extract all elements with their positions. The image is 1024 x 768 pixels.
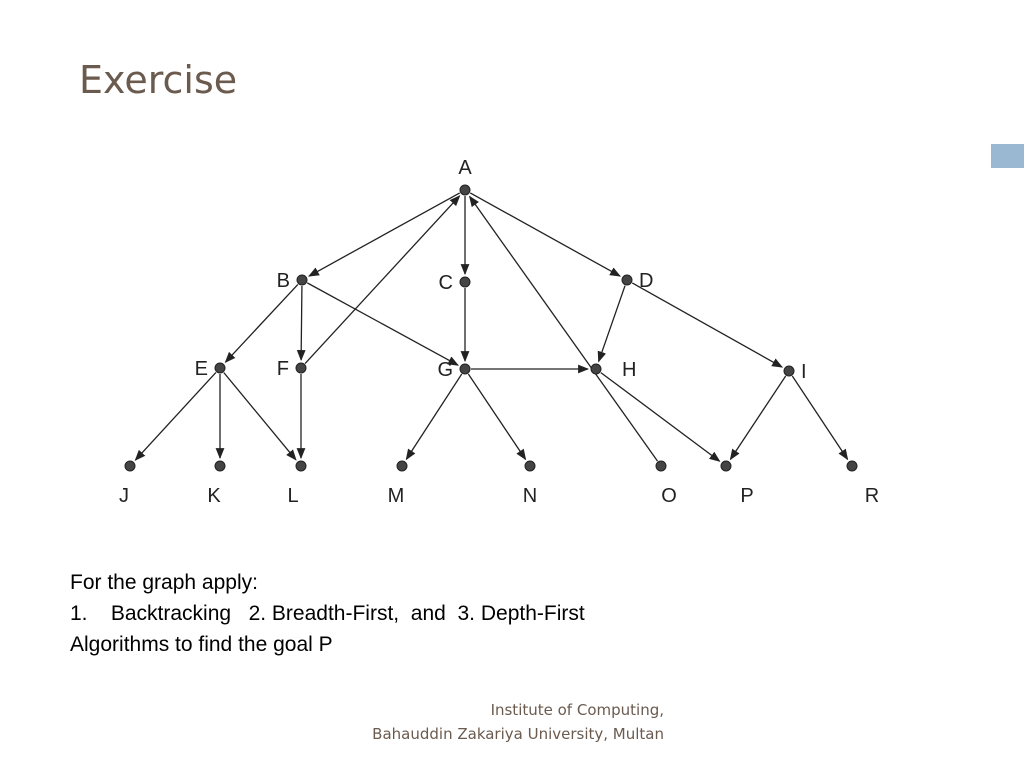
node-dot-r bbox=[846, 460, 858, 472]
node-d: D bbox=[621, 270, 653, 292]
edge-d-h bbox=[597, 285, 626, 363]
edge-g-n bbox=[467, 373, 527, 461]
edge-e-j bbox=[134, 371, 217, 461]
node-label-g: G bbox=[437, 359, 453, 381]
node-dot-f bbox=[295, 362, 307, 374]
node-dot-g bbox=[459, 363, 471, 375]
node-label-a: A bbox=[458, 157, 472, 179]
node-label-b: B bbox=[277, 270, 290, 292]
node-g: G bbox=[437, 359, 471, 381]
node-dot-b bbox=[296, 274, 308, 286]
node-e: E bbox=[195, 358, 226, 380]
node-c: C bbox=[439, 272, 471, 294]
node-h: H bbox=[590, 359, 636, 381]
node-dot-d bbox=[621, 274, 633, 286]
node-label-n: N bbox=[523, 485, 537, 507]
node-dot-n bbox=[524, 460, 536, 472]
graph-nodes: A B C D E F G H I J K L M N O P R bbox=[119, 157, 879, 507]
node-label-d: D bbox=[639, 270, 653, 292]
node-b: B bbox=[277, 270, 308, 292]
edge-a-d bbox=[469, 192, 621, 277]
edge-h-p bbox=[600, 372, 721, 462]
edge-e-l bbox=[223, 372, 297, 461]
node-l: L bbox=[287, 460, 307, 507]
exercise-instructions: For the graph apply: 1. Backtracking 2. … bbox=[70, 567, 585, 660]
node-p: P bbox=[720, 460, 754, 507]
edge-g-m bbox=[405, 373, 463, 461]
node-dot-j bbox=[124, 460, 136, 472]
node-dot-p bbox=[720, 460, 732, 472]
node-dot-a bbox=[459, 184, 471, 196]
node-label-p: P bbox=[740, 485, 753, 507]
edge-b-f bbox=[296, 285, 306, 362]
node-label-e: E bbox=[195, 358, 208, 380]
node-i: I bbox=[783, 361, 807, 383]
node-label-k: K bbox=[207, 485, 221, 507]
edge-i-r bbox=[791, 375, 849, 461]
node-dot-l bbox=[295, 460, 307, 472]
edge-d-i bbox=[631, 282, 783, 368]
node-o: O bbox=[655, 460, 677, 507]
instruction-line-2: 1. Backtracking 2. Breadth-First, and 3.… bbox=[70, 602, 585, 625]
node-a: A bbox=[458, 157, 472, 196]
node-dot-e bbox=[214, 362, 226, 374]
node-label-j: J bbox=[119, 485, 129, 507]
instruction-line-1: For the graph apply: bbox=[70, 571, 258, 594]
graph-edges bbox=[134, 192, 849, 462]
node-j: J bbox=[119, 460, 136, 507]
node-label-r: R bbox=[865, 485, 879, 507]
footer-institute: Institute of Computing, bbox=[490, 701, 664, 719]
node-label-c: C bbox=[439, 272, 453, 294]
node-label-i: I bbox=[801, 361, 807, 383]
node-label-h: H bbox=[622, 359, 636, 381]
node-dot-h bbox=[590, 363, 602, 375]
accent-bar bbox=[991, 144, 1024, 168]
node-dot-o bbox=[655, 460, 667, 472]
node-dot-i bbox=[783, 365, 795, 377]
graph-diagram: A B C D E F G H I J K L M N O P R bbox=[119, 157, 879, 507]
edge-i-p bbox=[729, 375, 787, 461]
slide-title: Exercise bbox=[79, 58, 238, 102]
node-dot-c bbox=[459, 276, 471, 288]
node-m: M bbox=[388, 460, 408, 507]
footer: Institute of Computing, Bahauddin Zakari… bbox=[372, 698, 664, 746]
edge-o-a bbox=[468, 195, 659, 462]
node-f: F bbox=[277, 358, 307, 380]
footer-university: Bahauddin Zakariya University, Multan bbox=[372, 725, 664, 743]
node-label-o: O bbox=[661, 485, 677, 507]
edge-b-e bbox=[224, 283, 299, 363]
node-label-l: L bbox=[287, 485, 298, 507]
edge-b-g bbox=[306, 282, 459, 366]
edge-f-a bbox=[304, 195, 461, 365]
node-r: R bbox=[846, 460, 879, 507]
instruction-line-3: Algorithms to find the goal P bbox=[70, 633, 333, 656]
node-label-f: F bbox=[277, 358, 289, 380]
node-label-m: M bbox=[388, 485, 405, 507]
node-dot-m bbox=[396, 460, 408, 472]
node-k: K bbox=[207, 460, 226, 507]
node-n: N bbox=[523, 460, 537, 507]
node-dot-k bbox=[214, 460, 226, 472]
edge-a-b bbox=[308, 192, 461, 277]
